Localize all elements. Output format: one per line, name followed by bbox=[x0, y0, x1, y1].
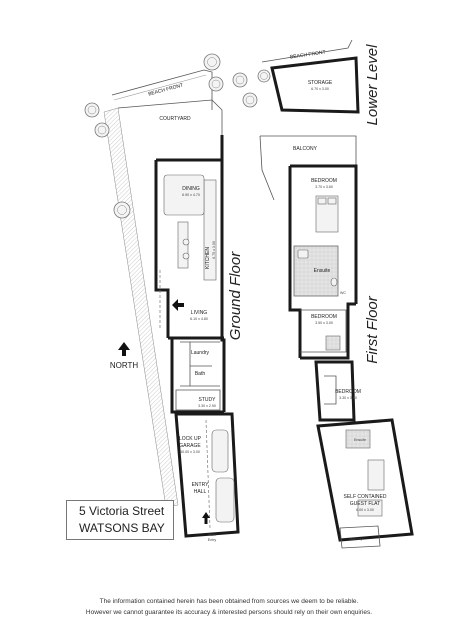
ensuite-1-label: Ensuite bbox=[314, 268, 331, 274]
disclaimer-line-1: The information contained herein has bee… bbox=[99, 598, 359, 605]
wc-label: WC bbox=[340, 291, 346, 295]
bedroom-1-label: BEDROOM bbox=[311, 178, 337, 184]
bedroom-2-label: BEDROOM bbox=[311, 314, 337, 320]
laundry-label: Laundry bbox=[191, 350, 210, 356]
bedroom-3-label: BEDROOM bbox=[335, 389, 361, 395]
tree-icon bbox=[232, 69, 271, 108]
main-entry-label-line1: Main bbox=[208, 533, 216, 537]
kitchen-dimensions: 6.75 x 3.00 bbox=[212, 241, 216, 259]
bedroom-2-dimensions: 3.50 x 3.00 bbox=[315, 321, 333, 325]
address-box: 5 Victoria Street WATSONS BAY bbox=[66, 500, 174, 540]
balcony-label: BALCONY bbox=[293, 146, 318, 152]
ground-floor-plan: BEACH FRONT COURTYARD DINING 6.90 x 4.70… bbox=[84, 53, 240, 542]
main-entry-arrow-icon bbox=[202, 512, 210, 524]
beach-front-label-lower: BEACH FRONT bbox=[290, 50, 326, 61]
storage-label: STORAGE bbox=[308, 80, 333, 86]
guest-flat-label-line1: SELF CONTAINED bbox=[344, 494, 387, 500]
garage-label-line1: LOCK UP bbox=[179, 436, 202, 442]
lower-level-title: Lower Level bbox=[364, 44, 381, 126]
bedroom-3-dimensions: 3.30 x 3.40 bbox=[339, 396, 357, 400]
garage-label-line2: GARAGE bbox=[179, 443, 201, 449]
entry-arrow-icon bbox=[172, 299, 184, 311]
ground-floor-title: Ground Floor bbox=[227, 251, 244, 340]
ensuite-2-label: Ensuite bbox=[354, 438, 366, 442]
north-arrow-icon bbox=[118, 342, 130, 356]
beach-front-label: BEACH FRONT bbox=[148, 82, 184, 97]
address-street: 5 Victoria Street bbox=[79, 504, 165, 518]
dining-label: DINING bbox=[182, 186, 200, 192]
north-label: NORTH bbox=[110, 361, 139, 370]
living-dimensions: 6.10 x 4.80 bbox=[190, 317, 208, 321]
tree-icon bbox=[84, 53, 224, 219]
garage-dimensions: 10.00 x 3.00 bbox=[180, 450, 200, 454]
balcony-bottom-label: Balcony bbox=[350, 537, 363, 541]
kitchen-label: KITCHEN bbox=[205, 247, 211, 269]
study-dimensions: 3.30 x 2.90 bbox=[198, 404, 216, 408]
entry-hall-label-line2: HALL bbox=[194, 489, 207, 495]
guest-flat-dimensions: 6.00 x 3.00 bbox=[356, 508, 374, 512]
first-floor-plan: BALCONY BEDROOM 3.70 x 3.60 Ensuite WC B… bbox=[259, 135, 414, 549]
guest-flat-label-line2: GUEST FLAT bbox=[350, 501, 380, 507]
bedroom-1-dimensions: 3.70 x 3.60 bbox=[315, 185, 333, 189]
courtyard-label: COURTYARD bbox=[159, 116, 191, 122]
bath-label: Bath bbox=[195, 371, 206, 377]
address-suburb: WATSONS BAY bbox=[79, 521, 165, 535]
dining-dimensions: 6.90 x 4.70 bbox=[182, 193, 200, 197]
first-floor-title: First Floor bbox=[364, 295, 381, 364]
main-entry-label-line2: Entry bbox=[208, 538, 217, 542]
study-label: STUDY bbox=[199, 397, 217, 403]
living-label: LIVING bbox=[191, 310, 208, 316]
entry-hall-label-line1: ENTRY bbox=[192, 482, 210, 488]
lower-level-plan: BEACH FRONT STORAGE 6.70 x 3.00 bbox=[232, 39, 360, 114]
storage-dimensions: 6.70 x 3.00 bbox=[311, 87, 329, 91]
disclaimer-line-2: However we cannot guarantee its accuracy… bbox=[85, 609, 373, 616]
